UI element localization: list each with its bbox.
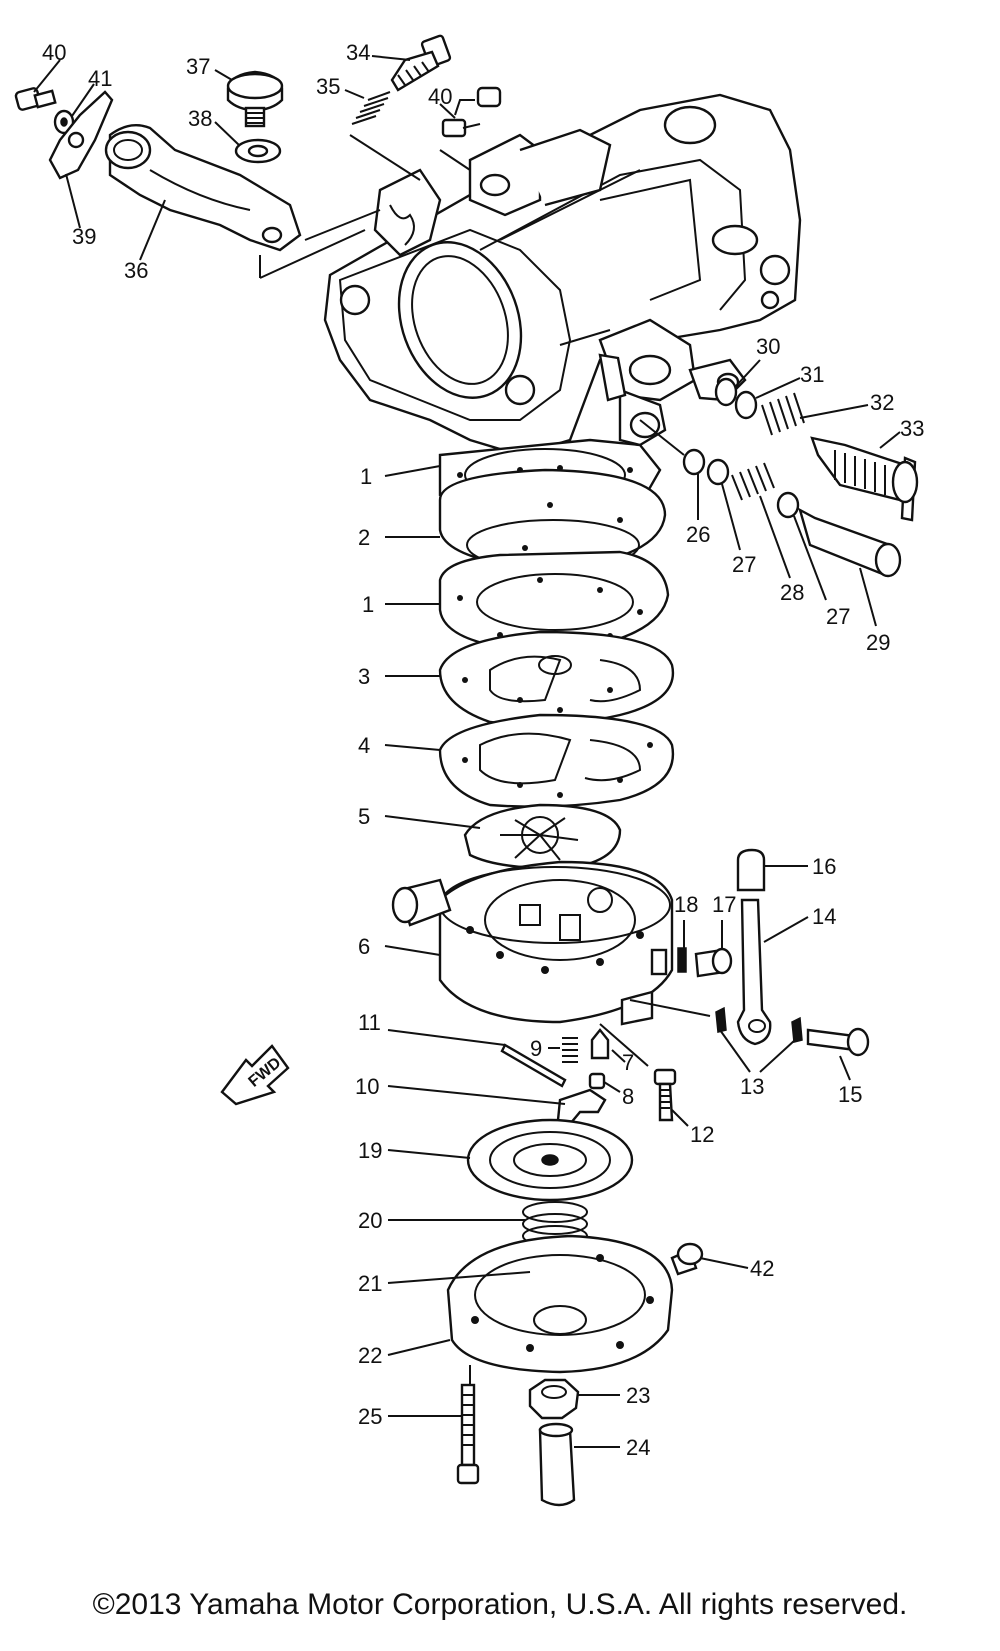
callout-25: 25 — [358, 1404, 382, 1429]
callout-39: 39 — [72, 224, 96, 249]
callout-1a: 1 — [360, 464, 372, 489]
part-9-spring — [562, 1037, 578, 1063]
callout-labels: 1 2 1 3 4 5 6 7 8 9 10 11 12 13 14 15 16… — [42, 40, 924, 1460]
callout-3: 3 — [358, 664, 370, 689]
part-1-gasket-bottom — [438, 550, 670, 654]
part-15-bolt — [806, 1027, 870, 1057]
callout-2: 2 — [358, 525, 370, 550]
part-28-spring — [731, 462, 775, 501]
part-27-washer-a — [706, 458, 730, 486]
part-27-washer-b — [776, 491, 800, 519]
main-needle-assembly — [639, 419, 902, 578]
callout-10: 10 — [355, 1074, 379, 1099]
callout-34: 34 — [346, 40, 370, 65]
part-31-washer — [734, 390, 758, 420]
part-32-spring — [761, 392, 805, 436]
part-8-seat — [588, 1072, 606, 1090]
callout-27b: 27 — [826, 604, 850, 629]
part-30-o-ring — [714, 377, 738, 407]
callout-36: 36 — [124, 258, 148, 283]
part-13-clip — [715, 1006, 803, 1043]
callout-18: 18 — [674, 892, 698, 917]
part-4-gasket — [438, 713, 675, 808]
callout-24: 24 — [626, 1435, 650, 1460]
part-26-o-ring — [682, 448, 706, 476]
part-14-shaft — [736, 898, 772, 1046]
callout-32: 32 — [870, 390, 894, 415]
part-33-needle — [810, 436, 919, 522]
part-40-screw-left — [14, 87, 57, 111]
callout-7: 7 — [622, 1050, 634, 1075]
leader-lines — [33, 55, 901, 1448]
part-3-plate — [438, 630, 675, 726]
part-24-fitting — [538, 1422, 576, 1507]
part-18-washer — [677, 947, 687, 973]
callout-40b: 40 — [428, 84, 452, 109]
part-40-screw-right — [441, 86, 502, 138]
callout-19: 19 — [358, 1138, 382, 1163]
part-12-screw — [653, 1068, 677, 1122]
callout-8: 8 — [622, 1084, 634, 1109]
callout-37: 37 — [186, 54, 210, 79]
callout-41: 41 — [88, 66, 112, 91]
callout-28: 28 — [780, 580, 804, 605]
callout-21: 21 — [358, 1271, 382, 1296]
part-7-needle — [590, 1028, 610, 1060]
part-25-screw — [456, 1383, 480, 1485]
callout-13: 13 — [740, 1074, 764, 1099]
idle-needle-assembly — [714, 377, 919, 522]
callout-20: 20 — [358, 1208, 382, 1233]
part-42-screw — [670, 1242, 704, 1276]
part-36-bracket — [108, 124, 302, 252]
callout-30: 30 — [756, 334, 780, 359]
callout-26: 26 — [686, 522, 710, 547]
callout-1b: 1 — [362, 592, 374, 617]
part-29-needle — [798, 507, 902, 578]
callout-23: 23 — [626, 1383, 650, 1408]
callout-42: 42 — [750, 1256, 774, 1281]
callout-29: 29 — [866, 630, 890, 655]
callout-12: 12 — [690, 1122, 714, 1147]
part-19-diaphragm — [466, 1118, 634, 1202]
lever-assembly — [14, 87, 381, 279]
part-22-cover — [446, 1234, 674, 1374]
part-34-screw — [390, 34, 452, 92]
callout-38: 38 — [188, 106, 212, 131]
callout-5: 5 — [358, 804, 370, 829]
callout-16: 16 — [812, 854, 836, 879]
callout-31: 31 — [800, 362, 824, 387]
callout-27a: 27 — [732, 552, 756, 577]
callout-11: 11 — [358, 1010, 381, 1035]
part-17-screw — [694, 947, 733, 978]
part-23-nut — [528, 1378, 580, 1420]
callout-14: 14 — [812, 904, 836, 929]
fwd-arrow-icon: FWD — [220, 1044, 290, 1106]
carburetor-exploded-diagram: FWD — [14, 34, 924, 1507]
callout-6: 6 — [358, 934, 370, 959]
callout-9: 9 — [530, 1036, 542, 1061]
part-35-spring — [351, 91, 391, 125]
callout-33: 33 — [900, 416, 924, 441]
callout-22: 22 — [358, 1343, 382, 1368]
callout-17: 17 — [712, 892, 736, 917]
part-37-plug — [226, 70, 284, 128]
callout-40a: 40 — [42, 40, 66, 65]
part-11-pin — [500, 1043, 567, 1088]
callout-35: 35 — [316, 74, 340, 99]
part-5-check-valve — [463, 803, 622, 870]
carburetor-body — [323, 93, 802, 457]
part-6-pump-body — [391, 860, 674, 1026]
callout-4: 4 — [358, 733, 370, 758]
part-38-washer — [234, 138, 282, 164]
part-10-lever — [556, 1088, 607, 1126]
callout-15: 15 — [838, 1082, 862, 1107]
copyright-notice: ©2013 Yamaha Motor Corporation, U.S.A. A… — [92, 1588, 908, 1621]
part-16-cap — [736, 848, 766, 892]
